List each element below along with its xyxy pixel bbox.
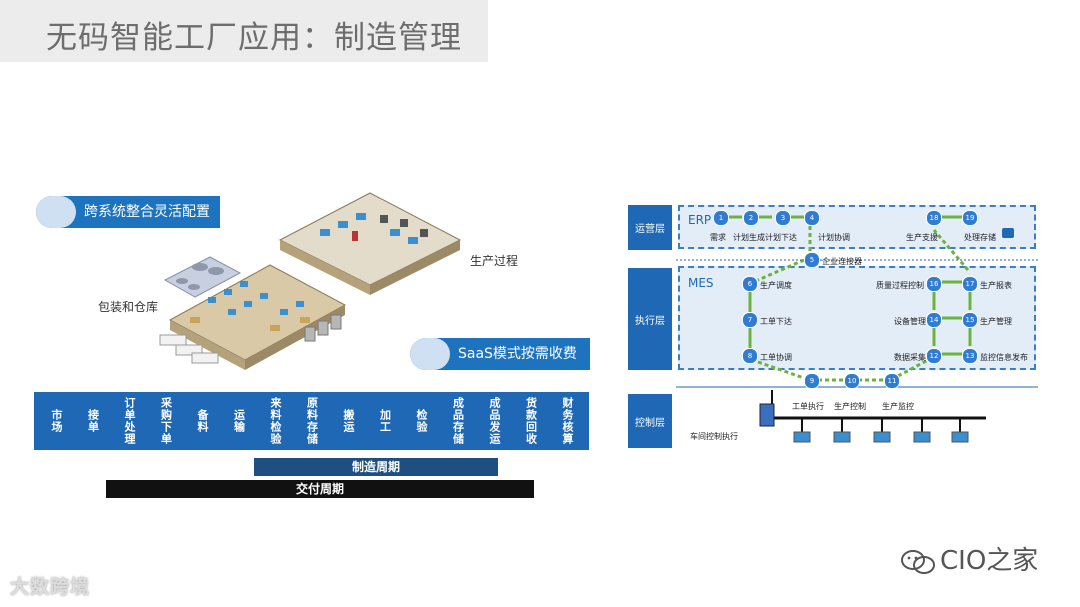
delivery-cycle-bar: 交付周期 [106,480,534,498]
node-1: 1 [713,210,729,226]
node-13: 13 [962,348,978,364]
node-4: 4 [804,210,820,226]
pill-saas-label: SaaS模式按需收费 [458,346,577,362]
label-work-coord: 工单协调 [760,353,792,362]
label-prod-report: 生产报表 [980,281,1012,290]
node-19: 19 [962,210,978,226]
process-step: 财务核算 [545,392,589,450]
node-14: 14 [926,312,942,328]
brand-left: 大数跨境 [10,572,90,599]
label-process-store: 处理存储 [964,233,996,242]
label-prod-control: 生产控制 [834,402,866,411]
label-packaging: 包装和仓库 [98,300,159,314]
manufacturing-cycle-bar: 制造周期 [254,458,498,476]
label-bus: 企业连接器 [822,257,862,266]
label-workshop: 车间控制执行 [690,432,738,441]
label-plan-issue: 计划下达 [765,233,797,242]
pill-saas: SaaS模式按需收费 [410,338,590,370]
brand-right-text: CIO之家 [940,546,1039,576]
label-plan-coord: 计划协调 [818,233,850,242]
label-demand: 需求 [710,233,726,242]
node-5: 5 [804,252,820,268]
label-data-collect: 数据采集 [894,353,926,362]
node-2: 2 [743,210,759,226]
node-7: 7 [742,312,758,328]
brand-left-text: 大数跨境 [10,576,91,598]
label-plan-gen: 计划生成 [733,233,765,242]
label-equipment: 设备管理 [894,317,926,326]
label-prod-monitor: 生产监控 [882,402,914,411]
label-prod-support: 生产支援 [906,233,938,242]
layer-control: 控制层 [628,394,672,448]
label-work-order: 工单下达 [760,317,792,326]
flow-arrows [676,215,1038,443]
node-9: 9 [804,373,820,389]
factory-illustration [159,192,462,370]
node-6: 6 [742,276,758,292]
brand-right: CIO之家 [900,540,1038,577]
pill-circle-decoration [410,338,450,370]
label-prod-schedule: 生产调度 [760,281,792,290]
title-bar: 无码智能工厂应用：制造管理 [0,0,488,62]
pill-circle-decoration [36,196,76,228]
wechat-icon [901,549,935,574]
node-15: 15 [962,312,978,328]
page-title: 无码智能工厂应用：制造管理 [46,20,462,56]
node-12: 12 [926,348,942,364]
mes-title: MES [688,276,714,290]
label-prod-manage: 生产管理 [980,317,1012,326]
label-production: 生产过程 [470,254,519,268]
node-3: 3 [775,210,791,226]
node-18: 18 [926,210,942,226]
node-11: 11 [884,373,900,389]
process-row: 市场 接单 订单处理 采购下单 备料 运输 来料检验 原料存储 搬运 加工 检验… [34,392,589,450]
node-10: 10 [844,373,860,389]
erp-title: ERP [688,213,712,227]
label-quality: 质量过程控制 [876,281,924,290]
label-monitor-publish: 监控信息发布 [980,353,1028,362]
pill-integration: 跨系统整合灵活配置 [36,196,220,228]
node-17: 17 [962,276,978,292]
label-work-exec: 工单执行 [792,402,824,411]
layer-execution: 执行层 [628,268,672,370]
pill-integration-label: 跨系统整合灵活配置 [84,204,210,220]
layer-operation: 运营层 [628,205,672,250]
node-8: 8 [742,348,758,364]
node-16: 16 [926,276,942,292]
